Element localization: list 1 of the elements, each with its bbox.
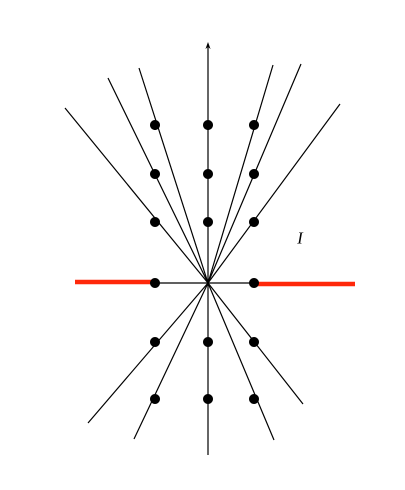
- region-label: I: [297, 232, 304, 244]
